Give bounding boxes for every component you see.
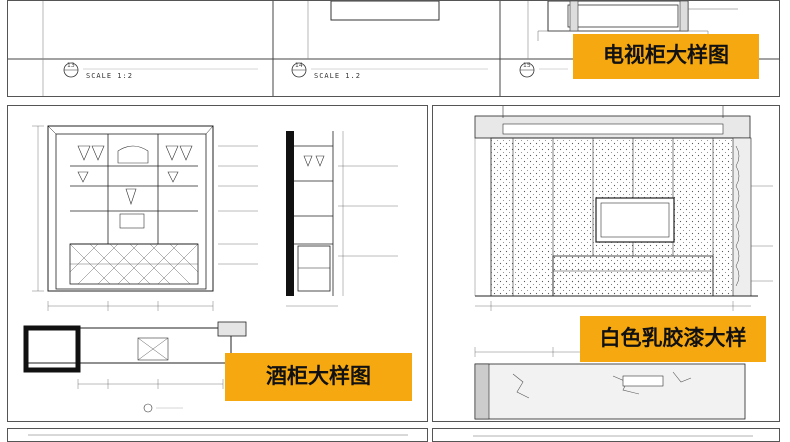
wall-paint-tag: 白色乳胶漆大样 [580, 316, 766, 362]
bottom-left-panel [7, 428, 428, 442]
scale-label-1: SCALE 1:2 [86, 72, 133, 80]
wall-elevation-linework [474, 106, 773, 420]
scale-label-2: SCALE 1.2 [314, 72, 361, 80]
tv-cabinet-tag: 电视柜大样图 [573, 34, 759, 79]
detail-number-1: 13 [67, 62, 75, 69]
wall-elevation-panel [432, 105, 780, 422]
bottom-right-linework [473, 435, 753, 437]
wine-cabinet-linework [23, 125, 398, 413]
detail-number-2: 14 [295, 62, 303, 69]
bottom-left-linework [28, 434, 408, 436]
bottom-right-panel [432, 428, 780, 442]
detail-number-3: 15 [523, 62, 531, 69]
wine-cabinet-tag: 酒柜大样图 [225, 353, 412, 401]
